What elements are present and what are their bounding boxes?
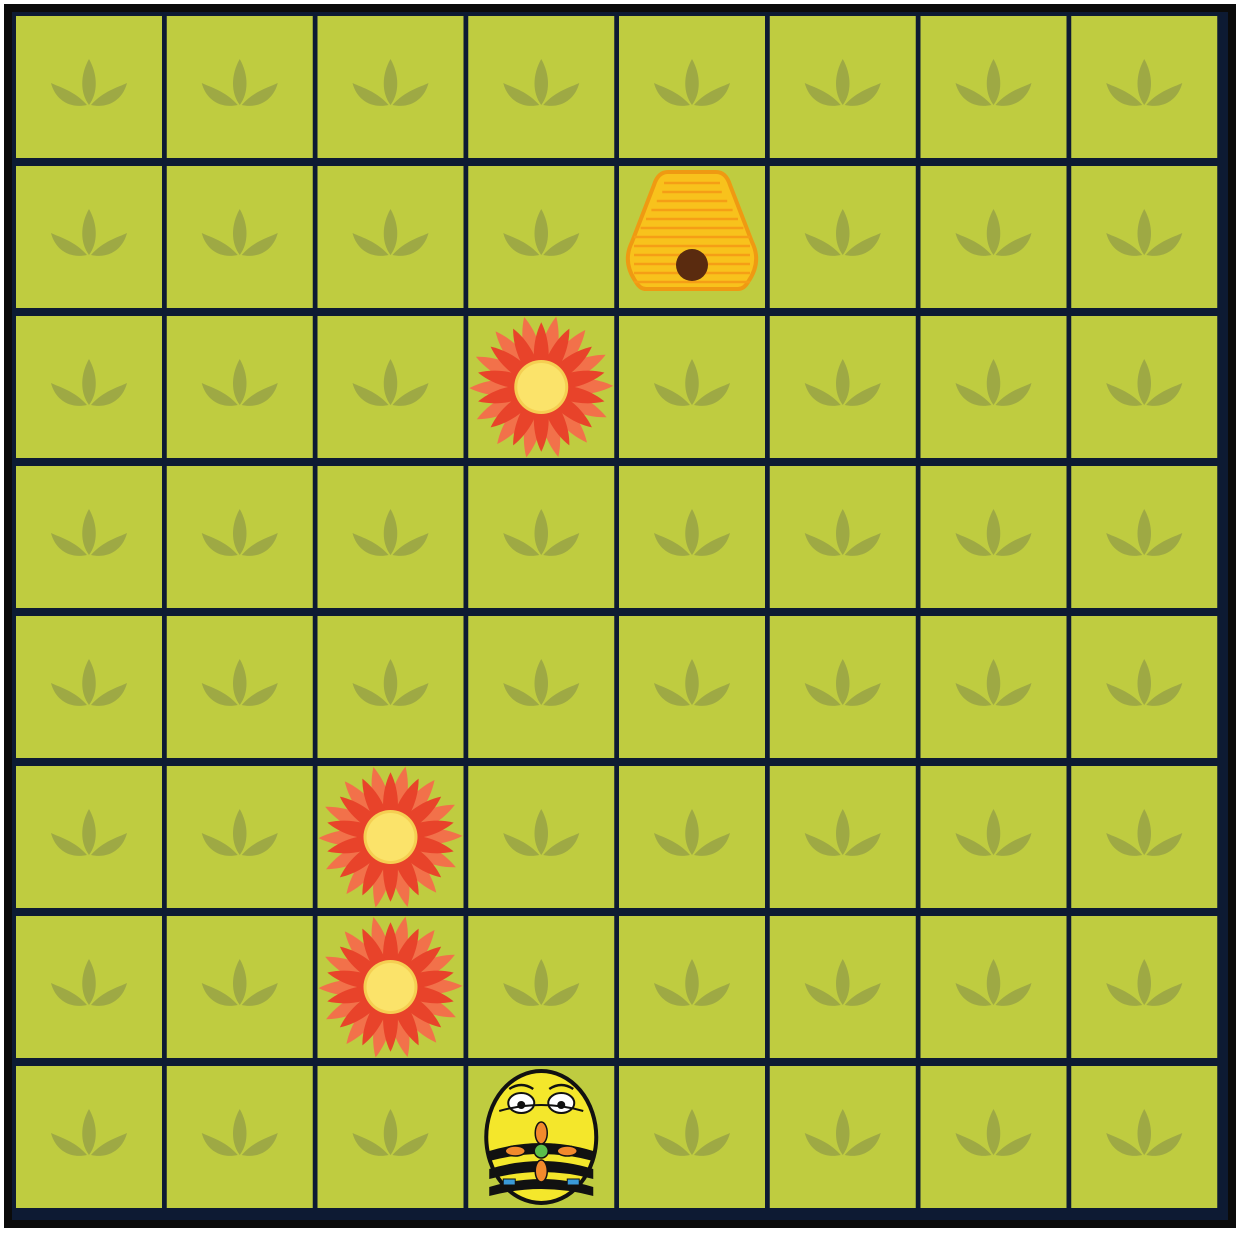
board-tile[interactable] <box>16 1066 162 1208</box>
board-tile[interactable] <box>770 916 916 1058</box>
board-tile[interactable] <box>921 916 1067 1058</box>
board-tile[interactable] <box>16 316 162 458</box>
board-tile[interactable] <box>619 466 765 608</box>
board-tile[interactable] <box>921 466 1067 608</box>
board-tile[interactable] <box>770 316 916 458</box>
board-tile[interactable] <box>318 1066 464 1208</box>
board-tile[interactable] <box>1071 166 1217 308</box>
board-tile[interactable] <box>318 316 464 458</box>
board-tile[interactable] <box>921 766 1067 908</box>
board-tile[interactable] <box>16 616 162 758</box>
board-tile[interactable] <box>770 766 916 908</box>
board-tile[interactable] <box>921 166 1067 308</box>
board-tile[interactable] <box>468 16 614 158</box>
board-tile[interactable] <box>1071 16 1217 158</box>
board-tile[interactable] <box>619 16 765 158</box>
board-tile[interactable] <box>619 1066 765 1208</box>
board-tile[interactable] <box>318 616 464 758</box>
board-tile[interactable] <box>468 166 614 308</box>
board-tile[interactable] <box>318 466 464 608</box>
game-board <box>4 4 1236 1228</box>
board-tile[interactable] <box>16 166 162 308</box>
board-tile[interactable] <box>16 466 162 608</box>
board-tile[interactable] <box>16 16 162 158</box>
board-tile[interactable] <box>770 1066 916 1208</box>
board-tile[interactable] <box>921 616 1067 758</box>
board-tile[interactable] <box>167 616 313 758</box>
board-tile[interactable] <box>167 916 313 1058</box>
board-tile[interactable] <box>318 166 464 308</box>
board-tile[interactable] <box>318 16 464 158</box>
board-tile[interactable] <box>16 766 162 908</box>
board-tile[interactable] <box>619 316 765 458</box>
board-tile[interactable] <box>1071 766 1217 908</box>
board-tile[interactable] <box>619 916 765 1058</box>
bee-bot-icon <box>486 1071 596 1203</box>
board-tile[interactable] <box>16 916 162 1058</box>
board-tile[interactable] <box>167 16 313 158</box>
board-tile[interactable] <box>770 16 916 158</box>
board-tile[interactable] <box>1071 616 1217 758</box>
board-tile[interactable] <box>921 1066 1067 1208</box>
board-tile[interactable] <box>167 466 313 608</box>
board-tile[interactable] <box>1071 466 1217 608</box>
board-tile[interactable] <box>619 766 765 908</box>
board-tile[interactable] <box>770 166 916 308</box>
board-tile[interactable] <box>921 16 1067 158</box>
board-tile[interactable] <box>468 466 614 608</box>
board-tile[interactable] <box>468 766 614 908</box>
board-tile[interactable] <box>1071 316 1217 458</box>
board-tile[interactable] <box>1071 916 1217 1058</box>
game-board-frame <box>4 4 1236 1228</box>
board-tile[interactable] <box>619 616 765 758</box>
board-tile[interactable] <box>167 1066 313 1208</box>
board-tile[interactable] <box>167 766 313 908</box>
board-tile[interactable] <box>921 316 1067 458</box>
board-tile[interactable] <box>468 616 614 758</box>
board-tile[interactable] <box>770 466 916 608</box>
board-tile[interactable] <box>468 916 614 1058</box>
board-tile[interactable] <box>167 166 313 308</box>
board-tile[interactable] <box>1071 1066 1217 1208</box>
board-tile[interactable] <box>770 616 916 758</box>
board-tile[interactable] <box>167 316 313 458</box>
